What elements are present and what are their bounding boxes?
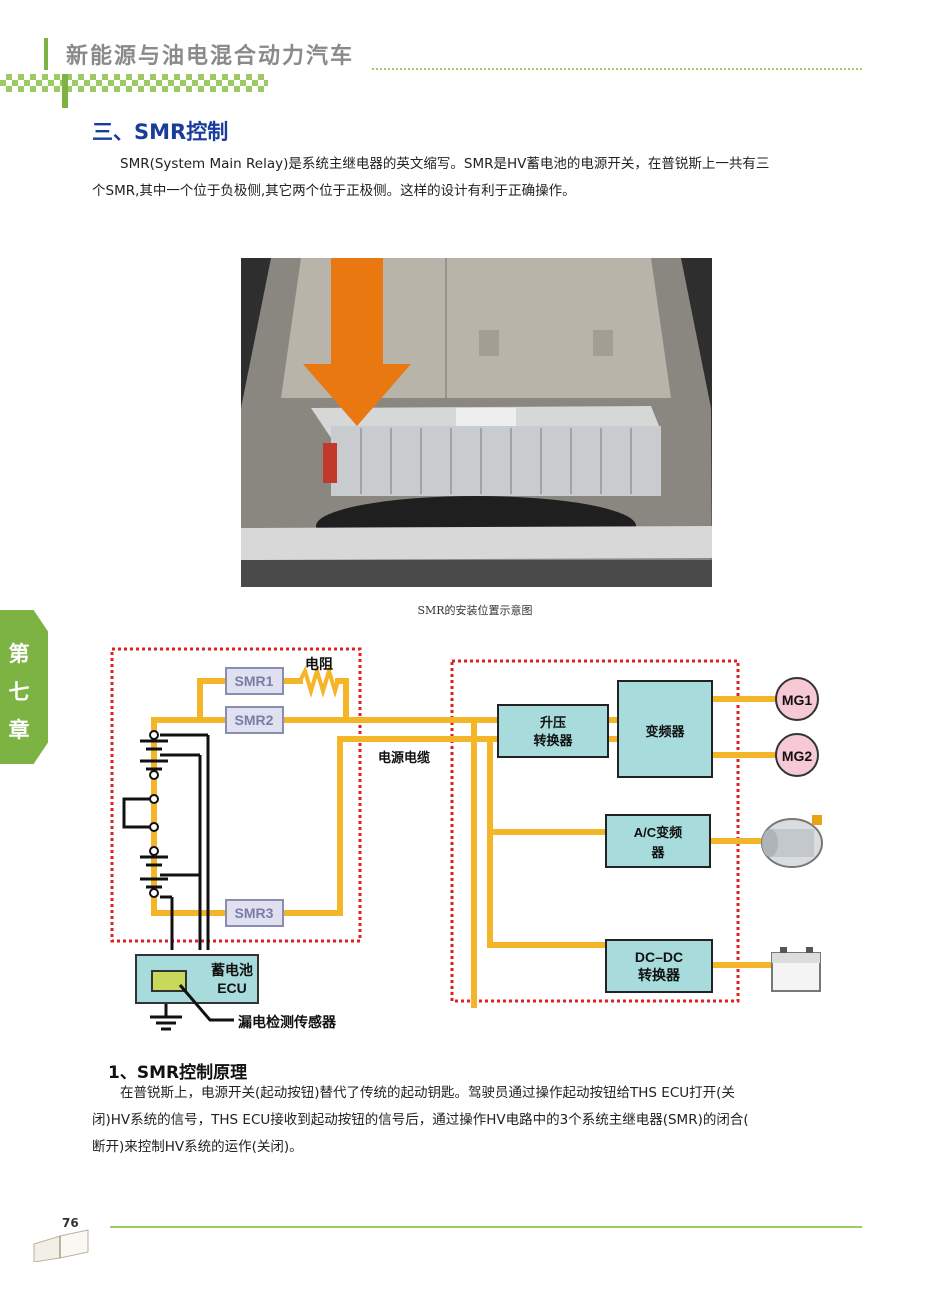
running-header-title: 新能源与油电混合动力汽车 <box>66 44 355 69</box>
footer-rule <box>110 1226 862 1228</box>
chapter-char-1: 第 <box>8 642 30 666</box>
dcdc-label-2: 转换器 <box>638 967 681 983</box>
smr1-label: SMR1 <box>235 673 274 689</box>
boost-label-1: 升压 <box>540 715 566 730</box>
chapter-char-2: 七 <box>8 680 30 704</box>
subsection-title: 1、SMR控制原理 <box>108 1063 248 1083</box>
mg1-icon <box>775 677 819 721</box>
smr3-box <box>225 899 284 927</box>
boost-label-2: 转换器 <box>533 733 573 748</box>
ac-compressor-icon <box>761 815 823 868</box>
smr1-box <box>225 667 284 695</box>
ac-inverter-box <box>605 814 711 868</box>
chapter-tab: 第 七 章 <box>0 610 48 764</box>
header-dotted-rule <box>372 68 862 70</box>
trunk-battery-photo <box>241 258 712 587</box>
header-checker-post <box>62 74 68 108</box>
mg2-label: MG2 <box>782 748 813 764</box>
power-cable-label: 电源电缆 <box>378 750 430 765</box>
circuit-svg: SMR1 SMR2 SMR3 电阻 电源电缆 升压 转换器 变频器 MG1 MG… <box>110 647 823 1031</box>
section-title: 三、SMR控制 <box>92 120 229 144</box>
ac-label-1: A/C变频 <box>634 825 682 840</box>
inverter-label: 变频器 <box>645 724 685 739</box>
page-number: 76 <box>62 1216 79 1230</box>
photo-caption: SMR的安装位置示意图 <box>417 604 533 617</box>
mg2-icon <box>775 733 819 777</box>
header-accent-bar <box>44 38 48 70</box>
leak-sensor-box <box>151 970 187 992</box>
body-line-1: 在普锐斯上，电源开关(起动按钮)替代了传统的起动钥匙。驾驶员通过操作起动按钮给T… <box>120 1085 735 1101</box>
mg1-label: MG1 <box>782 692 813 708</box>
aux-battery-icon <box>771 947 821 992</box>
leak-sensor-label: 漏电检测传感器 <box>238 1014 337 1030</box>
ac-label-2: 器 <box>650 845 665 860</box>
resistor-icon <box>298 664 340 698</box>
ecu-label-2: ECU <box>217 980 247 996</box>
resistor-label: 电阻 <box>305 656 333 672</box>
ecu-label-1: 蓄电池 <box>211 962 253 978</box>
open-book-icon <box>33 1229 89 1262</box>
dcdc-converter-box <box>605 939 713 993</box>
intro-line-1: SMR(System Main Relay)是系统主继电器的英文缩写。SMR是H… <box>120 156 770 172</box>
smr3-label: SMR3 <box>235 905 274 921</box>
smr2-box <box>225 706 284 734</box>
smr2-label: SMR2 <box>235 712 274 728</box>
trunk-photo-illustration <box>241 258 712 587</box>
pcu-dashed-box <box>450 659 740 1003</box>
boost-converter-box <box>497 704 609 758</box>
body-line-2: 闭)HV系统的信号，THS ECU接收到起动按钮的信号后，通过操作HV电路中的3… <box>92 1112 749 1128</box>
smr-circuit-diagram: SMR1 SMR2 SMR3 电阻 电源电缆 升压 转换器 变频器 MG1 MG… <box>100 635 840 1040</box>
intro-line-2: 个SMR,其中一个位于负极侧,其它两个位于正极侧。这样的设计有利于正确操作。 <box>92 183 576 199</box>
chapter-char-3: 章 <box>8 718 30 742</box>
body-line-3: 断开)来控制HV系统的运作(关闭)。 <box>92 1139 303 1155</box>
inverter-box <box>617 680 713 778</box>
dcdc-label-1: DC–DC <box>635 949 683 965</box>
header-checker-pattern <box>0 74 268 92</box>
